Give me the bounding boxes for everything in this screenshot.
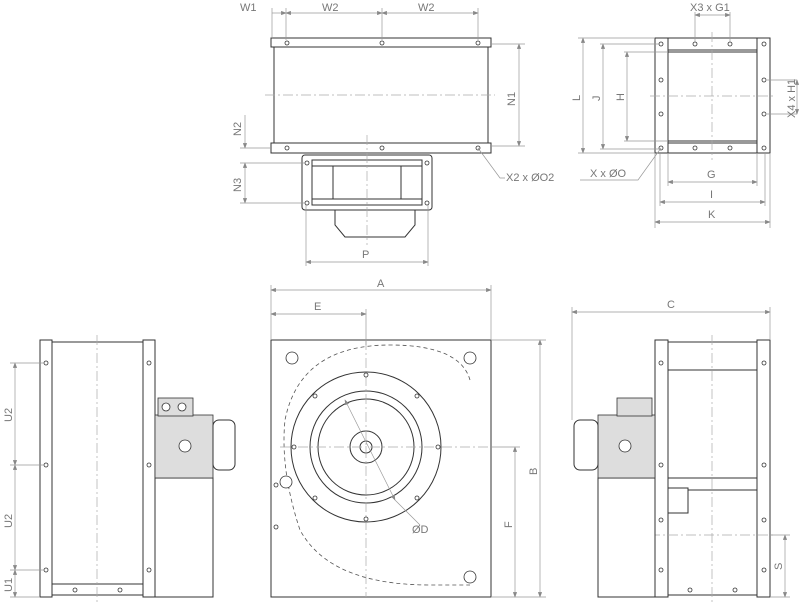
dim-n2: N2	[232, 122, 244, 136]
dim-x4-h1: X4 x H1	[786, 79, 798, 118]
dim-u1: U1	[3, 578, 15, 592]
dim-l: L	[571, 95, 583, 101]
dim-u2-upper: U2	[3, 408, 15, 422]
dim-s: S	[773, 563, 785, 570]
dim-b: B	[528, 468, 540, 475]
dim-w2-right: W2	[418, 2, 435, 14]
dim-g: G	[707, 169, 716, 181]
dim-n1: N1	[506, 92, 518, 106]
dim-x-o: X x ØO	[590, 168, 627, 180]
dim-u2-lower: U2	[3, 514, 15, 528]
dim-w2-left: W2	[322, 2, 339, 14]
inlet-view: X3 x G1 L J H X4 x H1 X x ØO G I K	[571, 2, 800, 228]
dim-d: ØD	[412, 524, 429, 536]
dim-i: I	[710, 189, 713, 201]
dim-n3: N3	[232, 178, 244, 192]
front-view: ØD A E B F	[270, 278, 546, 598]
dim-a: A	[377, 278, 385, 290]
top-view: W1 W2 W2 N1 N2 N3 P X2 x ØO2	[232, 2, 554, 266]
left-side-view: U2 U2 U1	[3, 335, 236, 605]
dim-h: H	[615, 93, 627, 101]
dim-p: P	[362, 249, 369, 261]
dim-x3-g1: X3 x G1	[690, 2, 730, 14]
dim-x2-o2: X2 x ØO2	[506, 172, 554, 184]
dim-e: E	[314, 301, 321, 313]
dim-c: C	[667, 299, 675, 311]
dim-w1: W1	[240, 2, 257, 14]
dim-k: K	[708, 209, 716, 221]
dim-f: F	[503, 521, 515, 528]
dim-j: J	[591, 96, 603, 102]
right-side-view: C S	[571, 299, 790, 605]
